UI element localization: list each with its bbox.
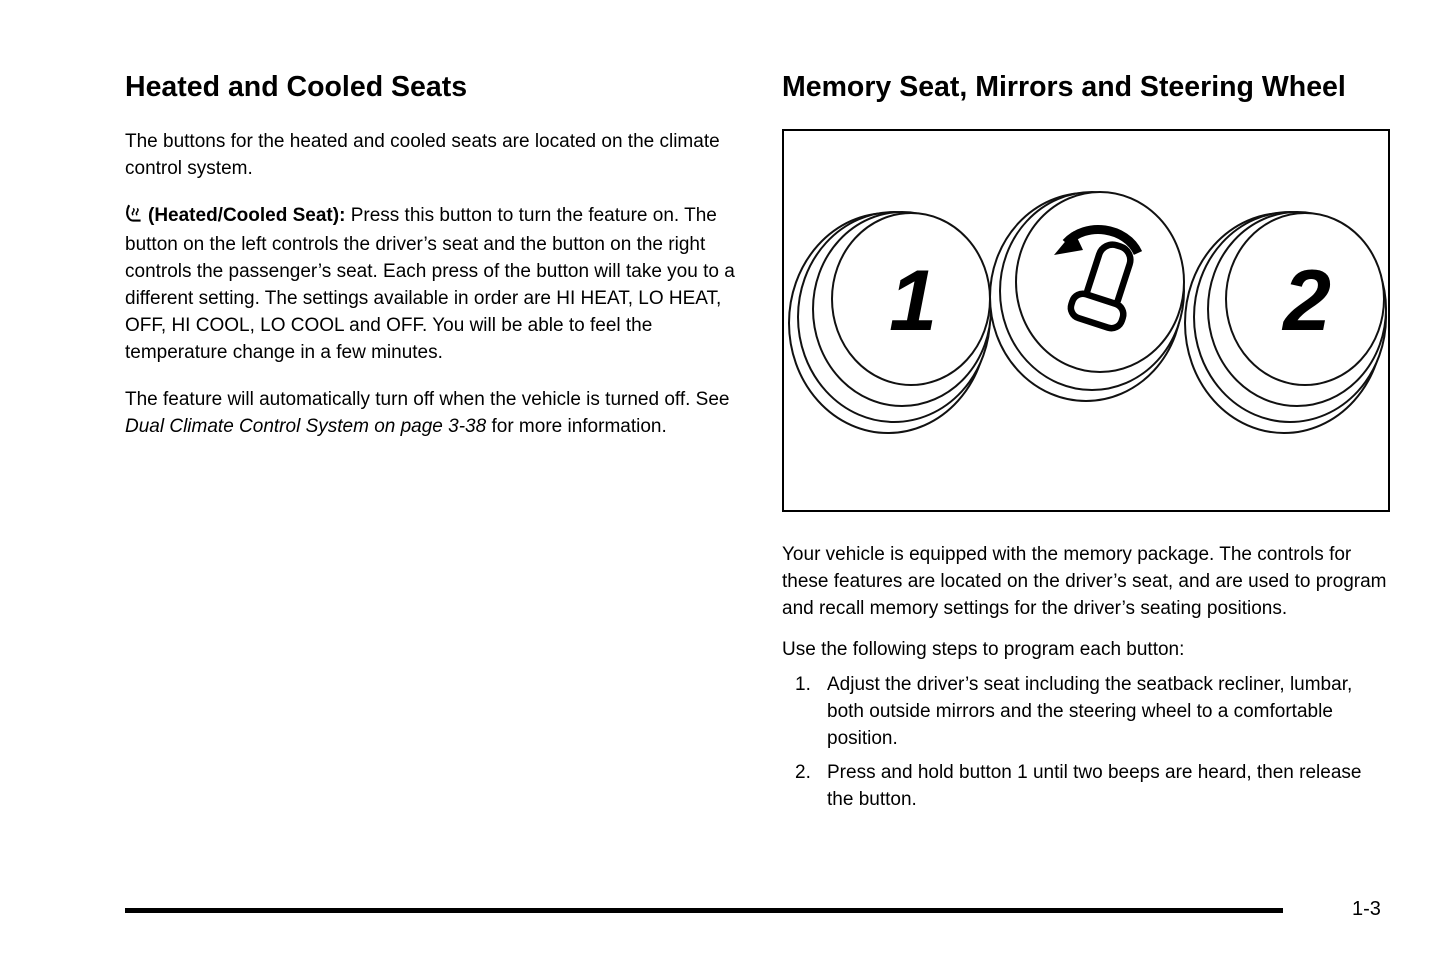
- left-column: Heated and Cooled Seats The buttons for …: [125, 68, 737, 461]
- footer-rule: [125, 908, 1283, 913]
- heated-cooled-seat-icon: [125, 204, 142, 232]
- step-item-1: 1. Adjust the driver’s seat including th…: [782, 672, 1392, 753]
- step-number: 2.: [795, 762, 811, 784]
- right-paragraph-1: Your vehicle is equipped with the memory…: [782, 544, 1387, 620]
- button-1-label: 1: [889, 253, 937, 349]
- cross-reference: Dual Climate Control System on page 3-38: [125, 416, 487, 438]
- left-paragraph-2: (Heated/Cooled Seat): Press this button …: [125, 203, 737, 367]
- heated-cooled-seat-text: Press this button to turn the feature on…: [125, 205, 735, 364]
- heated-cooled-seat-label: (Heated/Cooled Seat):: [148, 205, 346, 227]
- seat-adjust-icon: [1054, 225, 1143, 332]
- auto-off-text: The feature will automatically turn off …: [125, 389, 730, 411]
- step-number: 1.: [795, 674, 811, 696]
- step-item-2: 2. Press and hold button 1 until two bee…: [782, 760, 1392, 814]
- left-paragraph-1: The buttons for the heated and cooled se…: [125, 131, 720, 180]
- right-heading: Memory Seat, Mirrors and Steering Wheel: [782, 71, 1346, 103]
- button-2-label: 2: [1281, 253, 1331, 349]
- step-text: Press and hold button 1 until two beeps …: [827, 762, 1362, 811]
- memory-seat-buttons-illustration: 1: [782, 129, 1390, 513]
- program-steps-list: 1. Adjust the driver’s seat including th…: [782, 672, 1392, 814]
- auto-off-text-end: for more information.: [491, 416, 667, 438]
- step-text: Adjust the driver’s seat including the s…: [827, 674, 1353, 750]
- memory-buttons-drawing: 1: [788, 191, 1387, 435]
- right-paragraph-2: Use the following steps to program each …: [782, 639, 1185, 661]
- page-number: 1-3: [1352, 898, 1381, 920]
- right-column: Memory Seat, Mirrors and Steering Wheel …: [782, 68, 1392, 821]
- left-heading: Heated and Cooled Seats: [125, 71, 468, 103]
- left-paragraph-3: The feature will automatically turn off …: [125, 387, 737, 441]
